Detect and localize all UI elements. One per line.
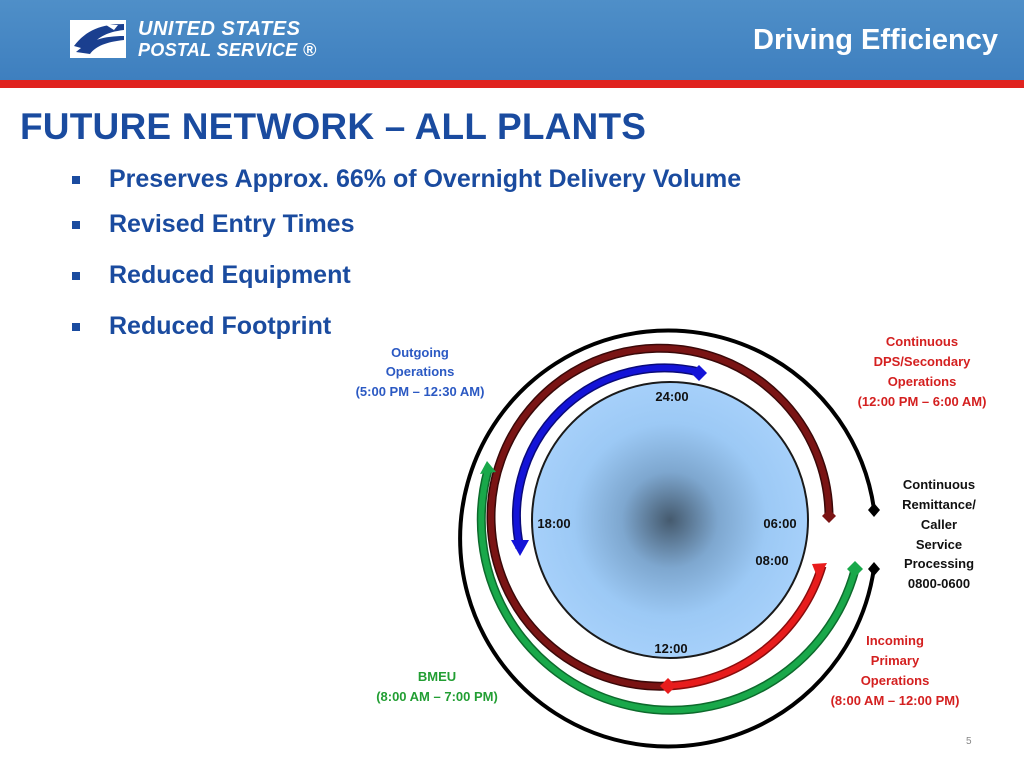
incoming-primary-operations-label: Incoming Primary Operations (8:00 AM – 1…: [831, 633, 960, 708]
bullet-item: Preserves Approx. 66% of Overnight Deliv…: [72, 165, 741, 194]
svg-text:(8:00 AM – 7:00 PM): (8:00 AM – 7:00 PM): [376, 689, 498, 704]
svg-text:DPS/Secondary: DPS/Secondary: [874, 354, 972, 369]
bullet-text: Reduced Footprint: [109, 312, 332, 340]
svg-text:Processing: Processing: [904, 556, 974, 571]
header-accent-bar: [0, 80, 1024, 88]
svg-text:Remittance/: Remittance/: [902, 497, 976, 512]
outgoing-arc: [513, 364, 700, 549]
bullet-square-icon: [72, 175, 80, 184]
svg-text:(5:00 PM – 12:30 AM): (5:00 PM – 12:30 AM): [356, 384, 485, 399]
clock-label-1800: 18:00: [537, 516, 570, 531]
header-title: Driving Efficiency: [753, 24, 998, 56]
svg-text:Caller: Caller: [921, 517, 957, 532]
svg-text:0800-0600: 0800-0600: [908, 576, 970, 591]
slide-title: FUTURE NETWORK – ALL PLANTS: [20, 106, 647, 147]
clock-label-0600: 06:00: [763, 516, 796, 531]
logo-text-line2: POSTAL SERVICE ®: [138, 40, 317, 60]
svg-text:(12:00 PM – 6:00 AM): (12:00 PM – 6:00 AM): [858, 394, 987, 409]
svg-text:Incoming: Incoming: [866, 633, 924, 648]
dps-secondary-operations-label: Continuous DPS/Secondary Operations (12:…: [858, 334, 987, 409]
incoming-start-marker: [660, 678, 676, 694]
bullet-item: Reduced Equipment: [72, 261, 351, 290]
svg-text:Primary: Primary: [871, 653, 920, 668]
outgoing-end-marker: [691, 365, 707, 381]
svg-text:Operations: Operations: [861, 673, 930, 688]
bullet-square-icon: [72, 220, 80, 229]
page-number: 5: [966, 736, 972, 747]
usps-logo: UNITED STATES POSTAL SERVICE ®: [66, 16, 326, 66]
remittance-arc-end-marker: [868, 562, 880, 576]
clock-label-2400: 24:00: [655, 389, 688, 404]
svg-text:Outgoing: Outgoing: [391, 345, 449, 360]
remittance-arc: [458, 328, 876, 749]
bullet-square-icon: [72, 271, 80, 280]
incoming-arc: [666, 565, 825, 689]
remittance-caller-service-label: Continuous Remittance/ Caller Service Pr…: [902, 477, 976, 591]
bmeu-arrowhead: [480, 461, 496, 474]
eagle-icon: [70, 20, 126, 58]
incoming-arrowhead: [812, 563, 827, 579]
remittance-arc-start-marker: [868, 503, 880, 517]
bmeu-start-marker: [847, 561, 863, 577]
bullet-item: Revised Entry Times: [72, 210, 354, 239]
bullet-item: Reduced Footprint: [72, 312, 331, 341]
bullet-text: Reduced Equipment: [109, 261, 351, 289]
clock-label-0800: 08:00: [755, 553, 788, 568]
svg-text:Service: Service: [916, 537, 962, 552]
svg-text:Continuous: Continuous: [886, 334, 958, 349]
outgoing-arrowhead: [511, 540, 529, 556]
bullet-text: Revised Entry Times: [109, 210, 355, 238]
bullet-text: Preserves Approx. 66% of Overnight Deliv…: [109, 165, 742, 193]
svg-text:(8:00 AM – 12:00 PM): (8:00 AM – 12:00 PM): [831, 693, 960, 708]
bmeu-label: BMEU (8:00 AM – 7:00 PM): [376, 669, 498, 704]
dps-arc: [488, 345, 832, 690]
clock-label-1200: 12:00: [654, 641, 687, 656]
clock-face: [531, 381, 809, 659]
bullet-square-icon: [72, 322, 80, 331]
svg-text:Operations: Operations: [386, 364, 455, 379]
svg-text:Operations: Operations: [888, 374, 957, 389]
bmeu-arc: [478, 469, 858, 714]
logo-text-line1: UNITED STATES: [138, 18, 301, 40]
svg-text:BMEU: BMEU: [418, 669, 456, 684]
header-bar: UNITED STATES POSTAL SERVICE ® Driving E…: [0, 0, 1024, 80]
svg-text:Continuous: Continuous: [903, 477, 975, 492]
outgoing-operations-label: Outgoing Operations (5:00 PM – 12:30 AM): [356, 345, 485, 399]
dps-arc-end-marker: [822, 509, 836, 523]
